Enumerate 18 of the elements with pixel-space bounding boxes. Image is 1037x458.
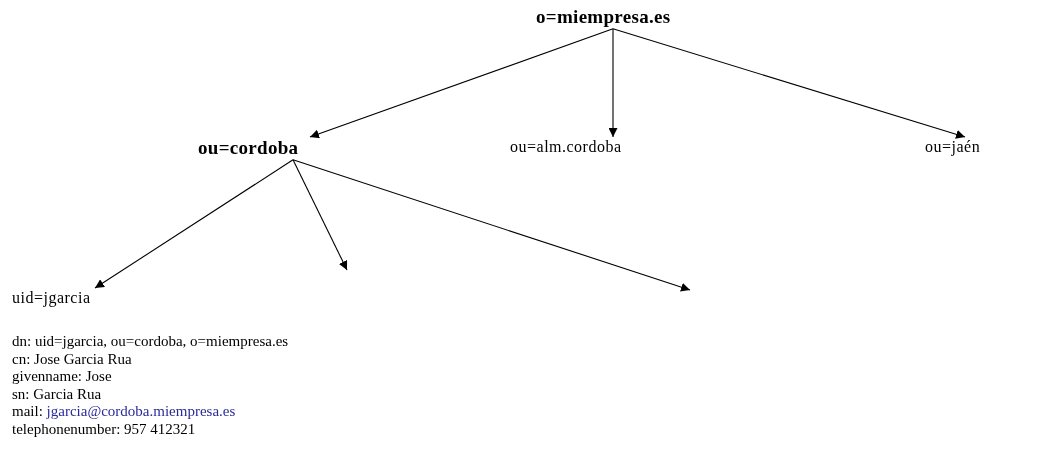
attribute-line: sn: Garcia Rua xyxy=(12,385,103,403)
arrow xyxy=(608,28,618,138)
attribute-line: mail: jgarcia@cordoba.miempresa.es xyxy=(12,403,237,421)
arrow xyxy=(292,159,348,271)
attribute-line: cn: Jose Garcia Rua xyxy=(12,350,133,368)
email-link: jgarcia@cordoba.miempresa.es xyxy=(46,403,236,419)
arrow xyxy=(292,159,691,292)
arrow xyxy=(94,159,294,289)
node-label: uid=jgarcia xyxy=(12,288,91,308)
attribute-line: dn: uid=jgarcia, ou=cordoba, o=miempresa.es xyxy=(12,333,289,351)
attribute-line: telephonenumber: 957 412321 xyxy=(12,420,197,438)
node-label: ou=alm.cordoba xyxy=(510,137,622,157)
node-label: o=miempresa.es xyxy=(536,6,671,29)
attribute-line: givenname: Jose xyxy=(12,368,113,386)
arrow xyxy=(309,28,614,139)
node-label: ou=jaén xyxy=(925,137,981,157)
node-label: ou=cordoba xyxy=(198,137,299,160)
arrow xyxy=(612,28,966,139)
